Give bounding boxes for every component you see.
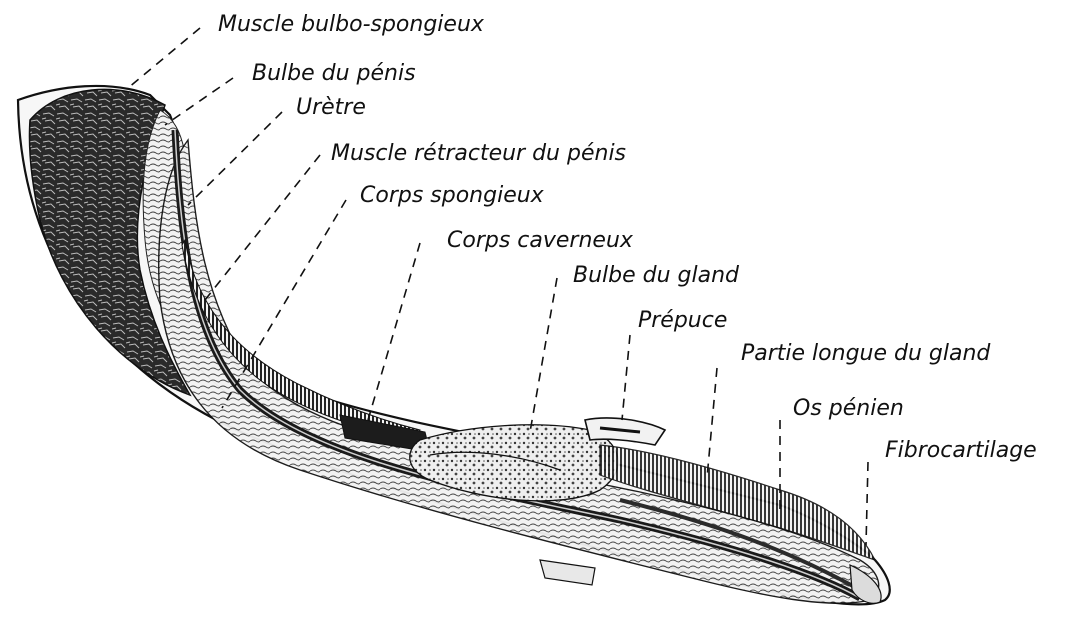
leader-fibrocartilage (866, 462, 868, 545)
leader-partie-longue-du-gland (707, 368, 717, 478)
label-corps-spongieux: Corps spongieux (360, 185, 544, 207)
label-muscle-retracteur-du-penis: Muscle rétracteur du pénis (331, 143, 626, 165)
leader-uretre (188, 112, 282, 205)
label-muscle-bulbo-spongieux: Muscle bulbo-spongieux (218, 14, 484, 36)
leader-muscle-retracteur (205, 155, 320, 300)
label-fibrocartilage: Fibrocartilage (885, 440, 1037, 462)
label-corps-caverneux: Corps caverneux (447, 230, 633, 252)
label-partie-longue-du-gland: Partie longue du gland (741, 343, 990, 365)
leader-corps-caverneux (368, 243, 420, 420)
label-prepuce: Prépuce (638, 310, 727, 332)
label-os-penien: Os pénien (793, 398, 904, 420)
label-bulbe-du-gland: Bulbe du gland (573, 265, 739, 287)
leader-bulbe-du-gland (530, 278, 557, 432)
ventral-flap (540, 560, 595, 585)
leader-bulbe-du-penis (165, 78, 233, 125)
label-bulbe-du-penis: Bulbe du pénis (252, 63, 416, 85)
leader-prepuce (622, 335, 630, 420)
label-uretre: Urètre (296, 97, 366, 119)
leader-muscle-bulbo-spongieux (128, 28, 200, 88)
